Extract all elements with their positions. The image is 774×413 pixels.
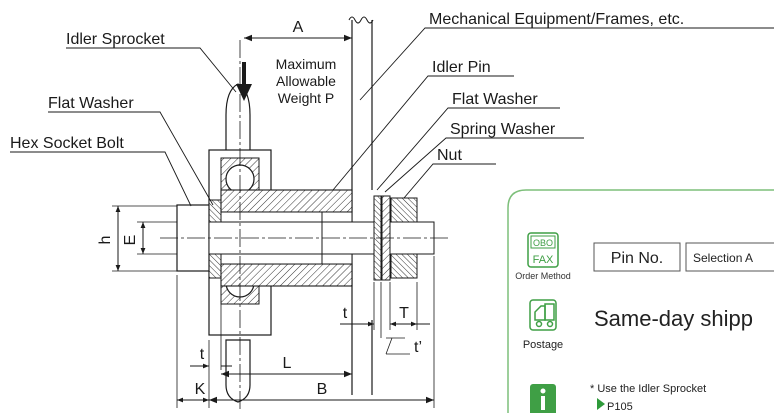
order-method-label: Order Method xyxy=(515,271,571,281)
dimension-t-prime: t’ xyxy=(385,337,422,356)
dimension-h: h xyxy=(97,205,177,272)
page-ref-text: P105 xyxy=(607,401,633,413)
leader-lines xyxy=(10,27,774,207)
weight-load-arrow xyxy=(236,62,252,101)
dimension-t-prime-label: t’ xyxy=(414,339,422,356)
fax-icon: OBO FAX xyxy=(527,232,559,268)
same-day-shipping-text: Same-day shipp xyxy=(594,306,753,331)
label-hex-socket-bolt: Hex Socket Bolt xyxy=(10,135,124,152)
label-idler-pin: Idler Pin xyxy=(432,59,491,76)
pin-no-box xyxy=(593,242,681,272)
label-nut: Nut xyxy=(437,147,462,164)
dimension-t-right: t xyxy=(340,305,374,327)
dimension-h-label: h xyxy=(97,236,114,245)
label-spring-washer: Spring Washer xyxy=(450,121,556,138)
dimension-B-label: B xyxy=(317,381,328,398)
fax-icon-bottom: FAX xyxy=(533,254,554,266)
fax-icon-top: OBO xyxy=(533,238,553,248)
max-weight-line2: Allowable xyxy=(276,73,336,89)
max-weight-line1: Maximum xyxy=(276,56,337,72)
selection-box xyxy=(685,242,774,272)
label-flat-washer-right: Flat Washer xyxy=(452,91,538,108)
dimension-A: A xyxy=(244,19,352,42)
dimension-T-label: T xyxy=(399,305,409,322)
truck-icon xyxy=(529,299,557,331)
order-info-panel: OBO FAX Order Method Pin No. Selection A… xyxy=(507,189,774,413)
label-flat-washer-left: Flat Washer xyxy=(48,95,134,112)
dimension-K: K xyxy=(177,381,209,403)
dimension-E-label: E xyxy=(122,235,139,246)
dimension-K-label: K xyxy=(195,381,206,398)
dimension-A-label: A xyxy=(293,19,304,36)
pin-no-label: Pin No. xyxy=(611,250,663,267)
label-idler-sprocket: Idler Sprocket xyxy=(66,31,165,48)
dimension-T: T xyxy=(390,305,430,327)
nut xyxy=(390,197,418,279)
dimension-L-label: L xyxy=(283,355,292,372)
dimension-t-left-label: t xyxy=(200,346,205,363)
dimension-t-left: t xyxy=(190,346,232,369)
dimension-t-right-label: t xyxy=(343,305,348,322)
info-icon xyxy=(530,384,556,413)
postage-label: Postage xyxy=(523,339,563,351)
dimension-L: L xyxy=(221,355,352,378)
dimension-B: B xyxy=(209,381,434,404)
frame-plate xyxy=(348,16,374,395)
selection-label: Selection A xyxy=(693,251,753,265)
label-mechanical-equipment: Mechanical Equipment/Frames, etc. xyxy=(429,11,684,28)
note-text: * Use the Idler Sprocket xyxy=(590,383,706,395)
dimension-E: E xyxy=(122,221,177,255)
page-ref-arrow-icon xyxy=(597,398,605,410)
max-weight-line3: Weight P xyxy=(278,90,335,106)
